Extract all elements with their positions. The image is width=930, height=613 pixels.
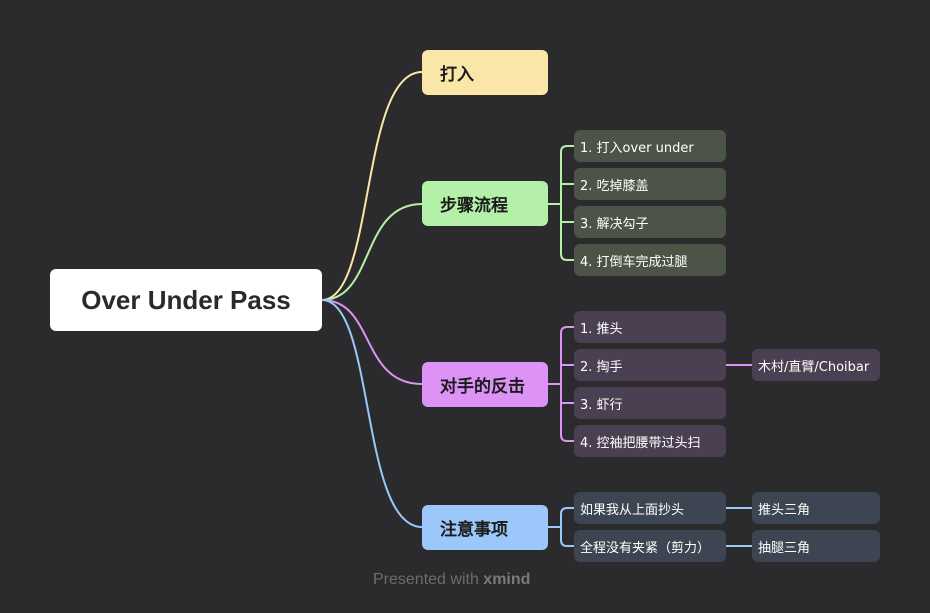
root-topic[interactable]: Over Under Pass — [50, 269, 322, 331]
connector-steps-sub-tick-4 — [560, 253, 575, 261]
connector-counters — [321, 299, 423, 385]
topic-counters[interactable]: 对手的反击 — [422, 362, 548, 407]
connector-counters-sub-tick-1 — [560, 326, 575, 334]
connector-steps-sub-tick-1 — [560, 145, 575, 153]
footer-text: Presented with — [373, 571, 479, 588]
subtopic-counter-4[interactable]: 4. 控袖把腰带过头扫 — [574, 425, 726, 457]
subtopic-step-1[interactable]: 1. 打入over under — [574, 130, 726, 162]
subtopic-counter-1[interactable]: 1. 推头 — [574, 311, 726, 343]
subtopic-counter-3[interactable]: 3. 虾行 — [574, 387, 726, 419]
subtopic-step-2[interactable]: 2. 吃掉膝盖 — [574, 168, 726, 200]
topic-entry[interactable]: 打入 — [422, 50, 548, 95]
connector-steps — [321, 203, 423, 301]
detail-note-2[interactable]: 抽腿三角 — [752, 530, 880, 562]
detail-counter-2[interactable]: 木村/直臂/Choibar — [752, 349, 880, 381]
connector-entry — [321, 71, 423, 301]
subtopic-counter-2[interactable]: 2. 掏手 — [574, 349, 726, 381]
xmind-logo: xmind — [483, 571, 531, 588]
presented-with-footer: Presented with xmind — [373, 571, 530, 589]
connector-notes-sub-tick-1 — [560, 507, 575, 515]
connector-notes-sub-tick-2 — [560, 539, 575, 547]
subtopic-note-1[interactable]: 如果我从上面抄头 — [574, 492, 726, 524]
connector-counters-sub-tick-4 — [560, 434, 575, 442]
subtopic-step-3[interactable]: 3. 解决勾子 — [574, 206, 726, 238]
connector-notes — [321, 299, 423, 528]
topic-notes[interactable]: 注意事项 — [422, 505, 548, 550]
detail-note-1[interactable]: 推头三角 — [752, 492, 880, 524]
topic-steps[interactable]: 步骤流程 — [422, 181, 548, 226]
subtopic-note-2[interactable]: 全程没有夹紧（剪力） — [574, 530, 726, 562]
subtopic-step-4[interactable]: 4. 打倒车完成过腿 — [574, 244, 726, 276]
